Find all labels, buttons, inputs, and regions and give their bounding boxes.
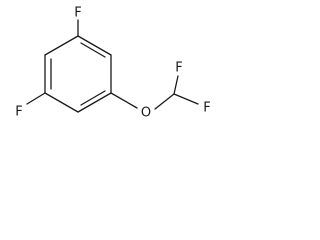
bond-o-ch [154, 93, 175, 110]
bond-ring-6 [44, 35, 79, 56]
bond-c-f-left [26, 92, 46, 105]
bond-ring-1 [77, 35, 112, 56]
atom-f-upper-right: F [175, 61, 182, 76]
atom-o: O [141, 106, 151, 121]
atom-f-left: F [15, 105, 22, 120]
structure-diagram: F F O F F [0, 0, 222, 138]
bond-ch-f-top [173, 75, 179, 95]
bond-ring-3 [77, 92, 112, 113]
bond-c-o [110, 92, 138, 109]
atom-f-lower-right: F [203, 101, 210, 116]
molecule-drawing: F F O F F [15, 6, 210, 121]
bond-ch-f-right [173, 93, 199, 105]
atom-f-top: F [74, 6, 81, 21]
bond-double-inner-2 [80, 90, 106, 106]
bond-ring-4 [44, 92, 79, 113]
bond-double-inner-1 [80, 42, 106, 58]
